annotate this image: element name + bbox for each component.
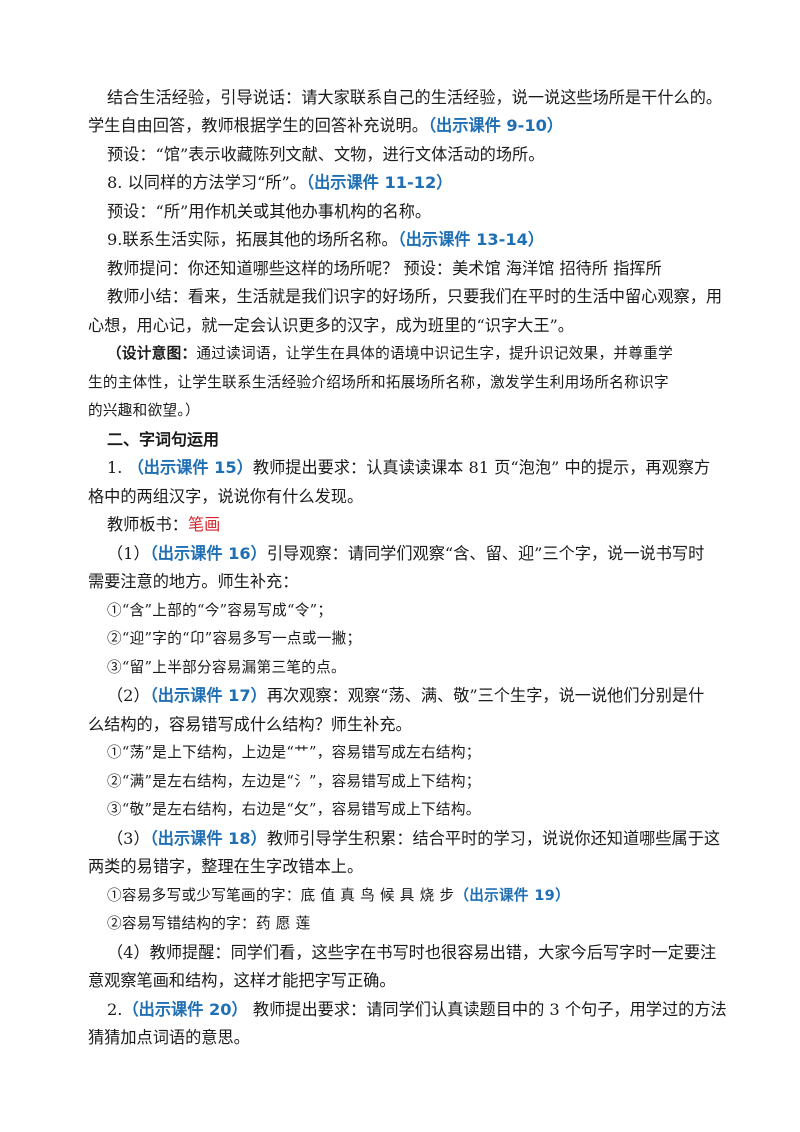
text: 格中的两组汉字，说说你有什么发现。: [88, 487, 364, 506]
courseware-reference: （出示课件 18）: [149, 829, 267, 848]
text: 引导观察：请同学们观察“含、留、迎”三个字，说一说书写时: [266, 544, 705, 563]
text: ③“留”上半部分容易漏第三笔的点。: [107, 659, 346, 676]
paragraph-line: 预设：“馆”表示收藏陈列文献、文物，进行文体活动的场所。: [107, 144, 544, 166]
text: 教师小结：看来，生活就是我们识字的好场所，只要我们在平时的生活中留心观察，用: [107, 287, 723, 306]
text: 的兴趣和欲望。）: [88, 402, 200, 419]
list-item: ③“留”上半部分容易漏第三笔的点。: [107, 657, 346, 679]
text: 需要注意的地方。师生补充：: [88, 572, 299, 591]
paragraph-line: 猜猜加点词语的意思。: [88, 1027, 250, 1049]
text: 两类的易错字，整理在生字改错本上。: [88, 857, 364, 876]
text: 9.联系生活实际，拓展其他的场所名称。: [107, 230, 398, 249]
text: ①容易多写或少写笔画的字：底 值 真 鸟 候 具 烧 步: [107, 887, 455, 904]
paragraph-line: 2.（出示课件 20） 教师提出要求：请同学们认真读题目中的 3 个句子，用学过…: [107, 999, 727, 1021]
text: 通过读词语，让学生在具体的语境中识记生字，提升识记效果，并尊重学: [196, 345, 673, 362]
paragraph-line: 么结构的，容易错写成什么结构？师生补充。: [88, 714, 412, 736]
text: 预设：“所”用作机关或其他办事机构的名称。: [107, 202, 432, 221]
paragraph-line: 9.联系生活实际，拓展其他的场所名称。（出示课件 13-14）: [107, 229, 544, 251]
text: 教师提出要求：请同学们认真读题目中的 3 个句子，用学过的方法: [247, 1000, 727, 1019]
text: 8. 以同样的方法学习“所”。: [107, 173, 307, 192]
text: 教师提问：你还知道哪些这样的场所呢？ 预设：美术馆 海洋馆 招待所 指挥所: [107, 259, 662, 278]
design-intent-note: 生的主体性，让学生联系生活经验介绍场所和拓展场所名称，激发学生利用场所名称识字: [88, 372, 669, 394]
text: 学生自由回答，教师根据学生的回答补充说明。: [88, 116, 428, 135]
text: 心想，用心记，就一定会认识更多的汉字，成为班里的“识字大王”。: [88, 316, 574, 335]
paragraph-line: 预设：“所”用作机关或其他办事机构的名称。: [107, 201, 431, 223]
list-item: ①“荡”是上下结构，上边是“艹”，容易错写成左右结构；: [107, 742, 481, 764]
text: ①“含”上部的“今”容易写成“令”；: [107, 602, 333, 619]
courseware-reference: （出示课件 9-10）: [427, 116, 564, 135]
courseware-reference: （出示课件 17）: [149, 686, 267, 705]
courseware-reference: （出示课件 16）: [149, 544, 267, 563]
paragraph-line: 学生自由回答，教师根据学生的回答补充说明。（出示课件 9-10）: [88, 115, 563, 137]
design-intent-note: （设计意图：通过读词语，让学生在具体的语境中识记生字，提升识记效果，并尊重学: [107, 343, 673, 365]
list-item: ②容易写错结构的字：药 愿 莲: [107, 913, 311, 935]
paragraph-line: 需要注意的地方。师生补充：: [88, 571, 298, 593]
text: 预设：“馆”表示收藏陈列文献、文物，进行文体活动的场所。: [107, 145, 545, 164]
list-item: ①容易多写或少写笔画的字：底 值 真 鸟 候 具 烧 步（出示课件 19）: [107, 885, 570, 907]
courseware-reference: （出示课件 20）: [122, 1000, 248, 1019]
text: （3）: [107, 829, 150, 848]
paragraph-line: 结合生活经验，引导说话：请大家联系自己的生活经验，说一说这些场所是干什么的。: [107, 87, 722, 109]
text: ③“敬”是左右结构，右边是“攵”，容易错写成上下结构。: [107, 801, 481, 818]
text: （2）: [107, 686, 150, 705]
text: ①“荡”是上下结构，上边是“艹”，容易错写成左右结构；: [107, 744, 481, 761]
text: ②容易写错结构的字：药 愿 莲: [107, 915, 311, 932]
list-item: ③“敬”是左右结构，右边是“攵”，容易错写成上下结构。: [107, 799, 481, 821]
paragraph-line: 教师小结：看来，生活就是我们识字的好场所，只要我们在平时的生活中留心观察，用: [107, 286, 722, 308]
paragraph-line: 教师板书：笔画: [107, 514, 220, 536]
list-item: ①“含”上部的“今”容易写成“令”；: [107, 600, 332, 622]
courseware-reference: （出示课件 13-14）: [397, 230, 545, 249]
courseware-reference: （出示课件 11-12）: [306, 173, 453, 192]
text: 意观察笔画和结构，这样才能把字写正确。: [88, 971, 396, 990]
text: 再次观察：观察“荡、满、敬”三个生字，说一说他们分别是什: [266, 686, 705, 705]
text: 结合生活经验，引导说话：请大家联系自己的生活经验，说一说这些场所是干什么的。: [107, 88, 723, 107]
text: 二、字词句运用: [107, 430, 220, 449]
text: ②“迎”字的“卬”容易多写一点或一撇；: [107, 630, 362, 647]
paragraph-line: 教师提问：你还知道哪些这样的场所呢？ 预设：美术馆 海洋馆 招待所 指挥所: [107, 258, 662, 280]
text: 教师提出要求：认真读读课本 81 页“泡泡” 中的提示，再观察方: [252, 458, 711, 477]
section-heading: 二、字词句运用: [107, 429, 219, 451]
paragraph-line: 1. （出示课件 15）教师提出要求：认真读读课本 81 页“泡泡” 中的提示，…: [107, 457, 710, 479]
text: 猜猜加点词语的意思。: [88, 1028, 250, 1047]
paragraph-line: （2）（出示课件 17）再次观察：观察“荡、满、敬”三个生字，说一说他们分别是什: [107, 685, 704, 707]
paragraph-line: 两类的易错字，整理在生字改错本上。: [88, 856, 363, 878]
text: （4）教师提醒：同学们看，这些字在书写时也很容易出错，大家今后写字时一定要注: [107, 943, 717, 962]
design-intent-note: 的兴趣和欲望。）: [88, 400, 200, 422]
paragraph-line: 格中的两组汉字，说说你有什么发现。: [88, 486, 363, 508]
text: 2.: [107, 1000, 123, 1019]
text: 1.: [107, 458, 128, 477]
paragraph-line: （4）教师提醒：同学们看，这些字在书写时也很容易出错，大家今后写字时一定要注: [107, 942, 716, 964]
text: （1）: [107, 544, 150, 563]
text: 教师板书：: [107, 515, 188, 534]
paragraph-line: 8. 以同样的方法学习“所”。（出示课件 11-12）: [107, 172, 452, 194]
board-writing-red: 笔画: [187, 515, 221, 534]
paragraph-line: 意观察笔画和结构，这样才能把字写正确。: [88, 970, 396, 992]
text: 么结构的，容易错写成什么结构？师生补充。: [88, 715, 412, 734]
text: 教师引导学生积累：结合平时的学习，说说你还知道哪些属于这: [266, 829, 721, 848]
list-item: ②“满”是左右结构，左边是“氵”，容易错写成上下结构；: [107, 771, 481, 793]
courseware-reference: （出示课件 15）: [127, 458, 253, 477]
text: 生的主体性，让学生联系生活经验介绍场所和拓展场所名称，激发学生利用场所名称识字: [88, 374, 669, 391]
text: ②“满”是左右结构，左边是“氵”，容易错写成上下结构；: [107, 773, 481, 790]
paragraph-line: 心想，用心记，就一定会认识更多的汉字，成为班里的“识字大王”。: [88, 315, 574, 337]
paragraph-line: （1）（出示课件 16）引导观察：请同学们观察“含、留、迎”三个字，说一说书写时: [107, 543, 704, 565]
courseware-reference: （出示课件 19）: [454, 887, 570, 904]
list-item: ②“迎”字的“卬”容易多写一点或一撇；: [107, 628, 361, 650]
paragraph-line: （3）（出示课件 18）教师引导学生积累：结合平时的学习，说说你还知道哪些属于这: [107, 828, 720, 850]
note-label: （设计意图：: [107, 345, 197, 362]
